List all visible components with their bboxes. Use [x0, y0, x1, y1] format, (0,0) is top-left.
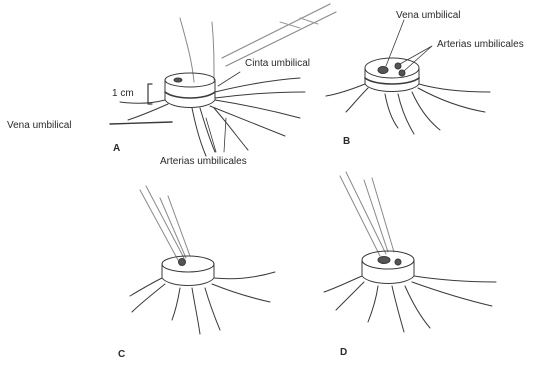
panel-c-drawing — [130, 186, 275, 334]
panel-letter-c: C — [118, 350, 125, 360]
panel-letter-a: A — [113, 144, 120, 154]
vena-umbilical-label-b: Vena umbilical — [396, 11, 460, 21]
panel-letter-b: B — [343, 137, 350, 147]
arterias-umbilicales-label-a: Arterias umbilicales — [160, 157, 247, 167]
panel-b-drawing — [326, 20, 490, 134]
scale-label: 1 cm — [112, 89, 134, 99]
arterias-umbilicales-label-b: Arterias umbilicales — [437, 40, 524, 50]
panel-a-drawing — [110, 4, 336, 156]
panel-letter-d: D — [340, 348, 347, 358]
vena-umbilical-label-a: Vena umbilical — [7, 121, 71, 131]
panel-d-drawing — [324, 172, 496, 332]
cinta-umbilical-label: Cinta umbilical — [245, 59, 310, 69]
